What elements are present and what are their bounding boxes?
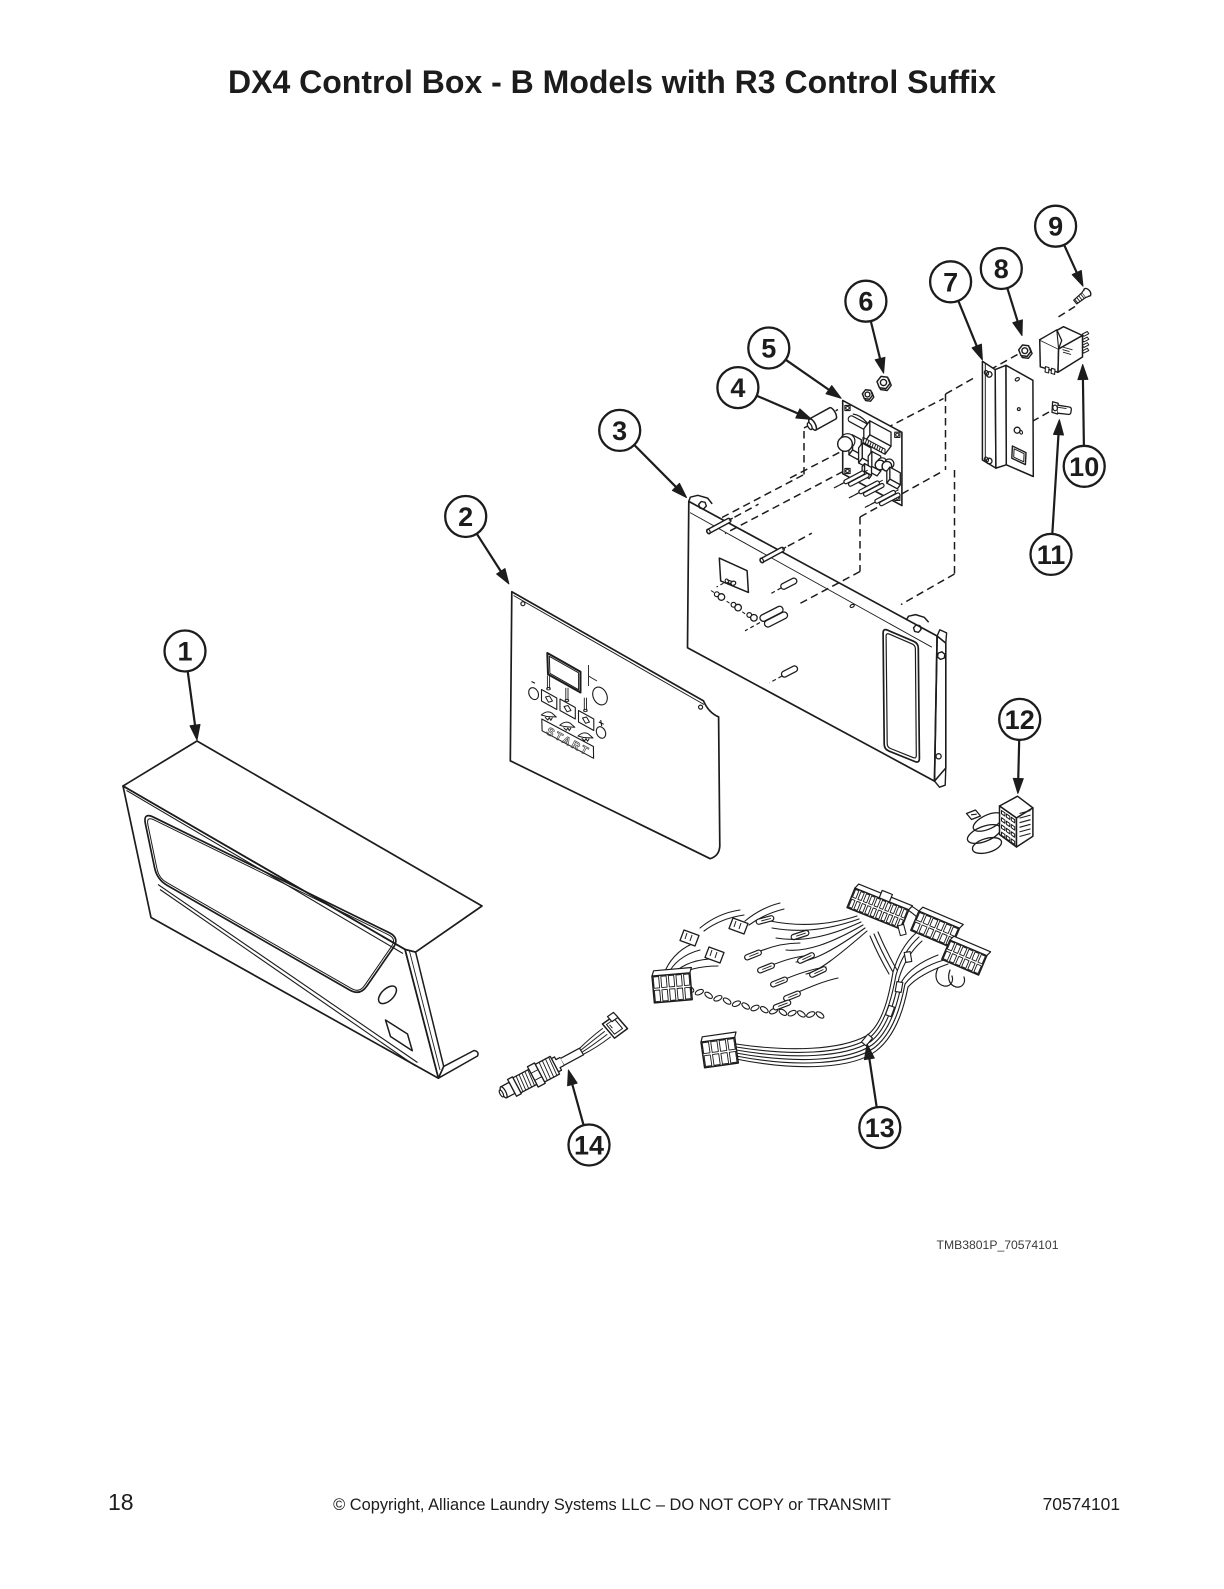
svg-text:TMB3801P_70574101: TMB3801P_70574101 xyxy=(937,1238,1059,1252)
svg-text:14: 14 xyxy=(574,1131,604,1161)
svg-text:12: 12 xyxy=(1005,705,1035,735)
svg-text:6: 6 xyxy=(858,287,873,317)
svg-text:5: 5 xyxy=(761,334,776,364)
svg-text:13: 13 xyxy=(865,1113,895,1143)
svg-text:7: 7 xyxy=(943,267,958,297)
svg-text:11: 11 xyxy=(1037,540,1066,570)
svg-text:4: 4 xyxy=(730,373,745,403)
svg-text:9: 9 xyxy=(1048,212,1063,242)
svg-text:70574101: 70574101 xyxy=(1043,1494,1120,1514)
svg-text:DX4 Control Box - B Models wit: DX4 Control Box - B Models with R3 Contr… xyxy=(228,64,996,100)
svg-text:3: 3 xyxy=(612,416,627,446)
svg-text:8: 8 xyxy=(994,254,1009,284)
svg-text:2: 2 xyxy=(458,502,473,532)
svg-text:© Copyright, Alliance Laundry: © Copyright, Alliance Laundry Systems LL… xyxy=(333,1496,891,1514)
svg-text:10: 10 xyxy=(1069,452,1099,482)
svg-text:18: 18 xyxy=(108,1489,134,1515)
svg-text:1: 1 xyxy=(177,637,192,667)
